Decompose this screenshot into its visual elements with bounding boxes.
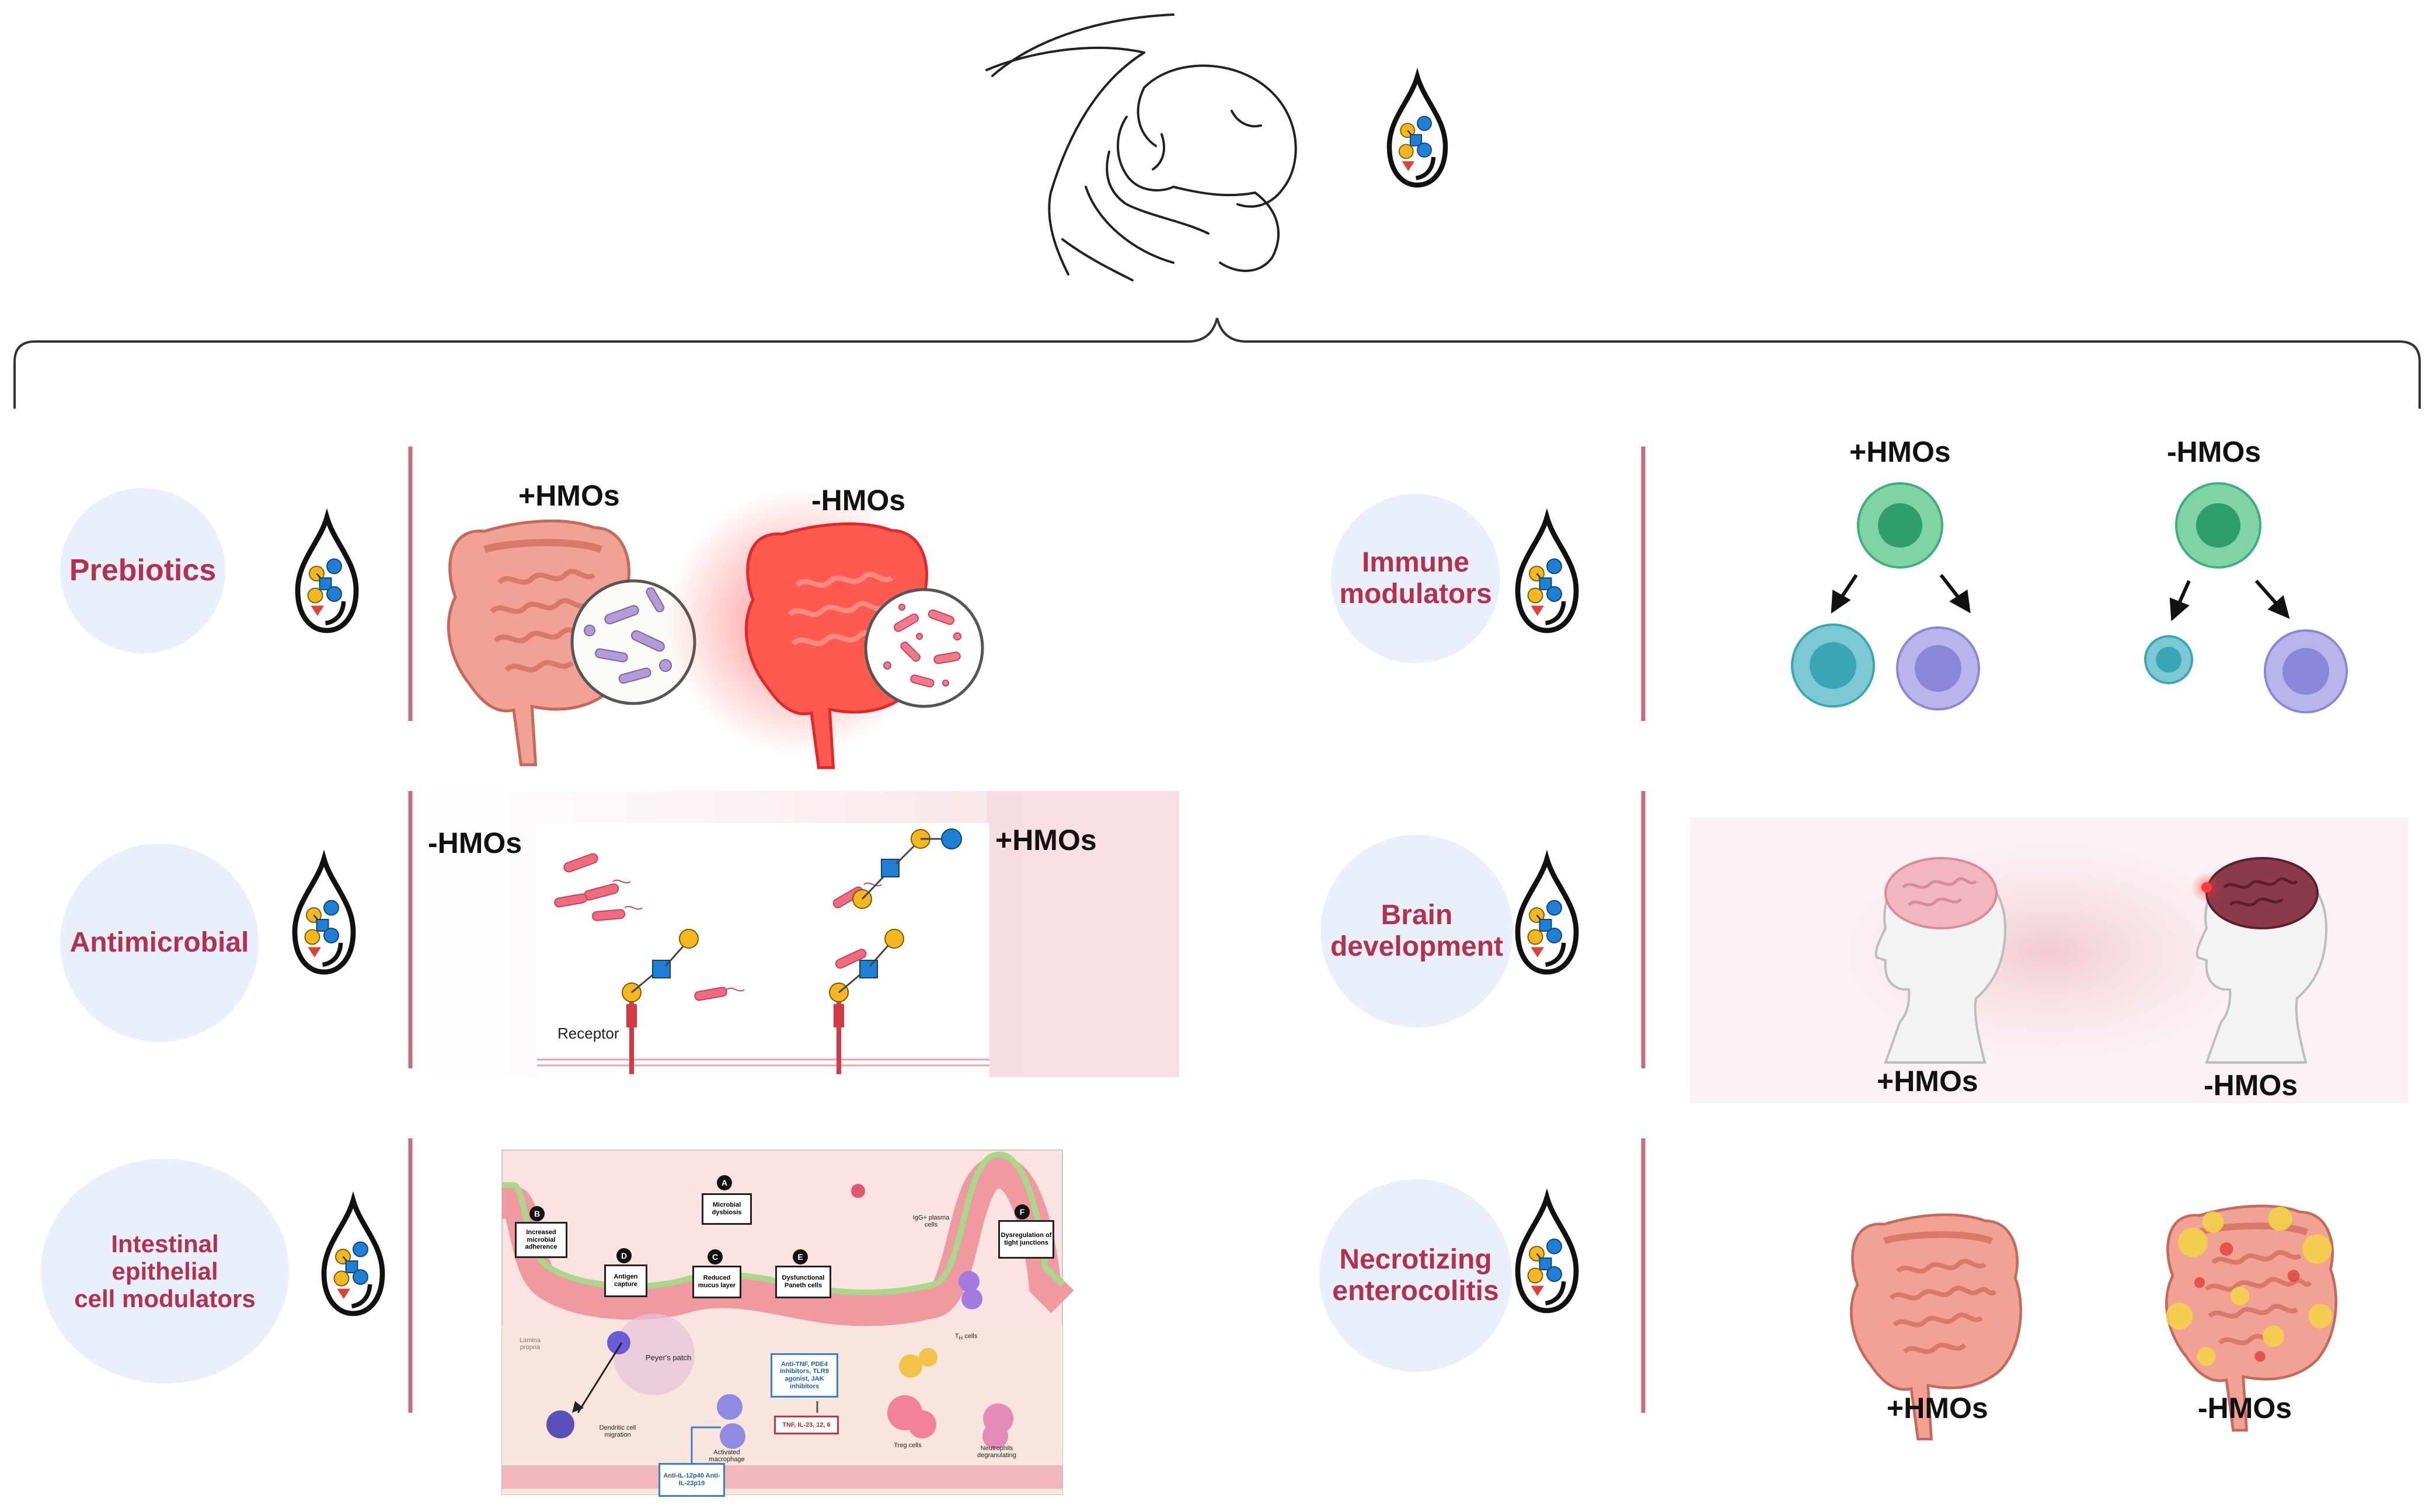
badge-f: F (1015, 1204, 1030, 1220)
dendritic-migration-text: Dendritic cell migration (599, 1424, 636, 1438)
badge-c: C (708, 1249, 723, 1264)
th-cells-text: TH cells (954, 1333, 978, 1342)
milk-drop-icon (1389, 76, 1445, 185)
immune-minus-hmos: -HMOs (2167, 436, 2261, 468)
antimicrobial-label: Antimicrobial (69, 927, 249, 959)
brain-minus-hmos: -HMOs (2204, 1069, 2298, 1102)
box-microbial-dysbiosis: Microbial dysbiosis (702, 1193, 752, 1225)
prebiotics-plus-hmos: +HMOs (518, 479, 620, 512)
badge-e: E (793, 1249, 808, 1264)
antimicrobial-plus-hmos: +HMOs (995, 824, 1097, 856)
box-anti-il: Anti-IL-12p40 Anti-IL-23p19 (658, 1463, 725, 1497)
antimicrobial-card (537, 823, 989, 1077)
milk-drop-icon (1518, 1197, 1576, 1311)
cell-differentiation-minus (2144, 482, 2348, 713)
healthy-microbiota-zoom (570, 579, 696, 705)
healthy-head (1874, 857, 2006, 1064)
treg-cells-text: Treg cells (894, 1442, 922, 1449)
nec-plus-hmos: +HMOs (1887, 1392, 1988, 1424)
antimicrobial-minus-hmos: -HMOs (428, 827, 522, 859)
nec-intestine (2166, 1206, 2336, 1430)
milk-drop-icon (295, 859, 353, 972)
milk-drop-icon (324, 1200, 382, 1314)
dysbiosis-zoom (864, 588, 984, 708)
bracket (13, 318, 2421, 409)
milk-drop-icon (1518, 517, 1576, 630)
breastfeeding-illustration (985, 13, 1297, 281)
box-reduced-mucus: Reduced mucus layer (692, 1266, 741, 1298)
membrane (537, 1058, 989, 1067)
receptor-glycan-left (622, 929, 699, 1074)
badge-b: B (529, 1206, 545, 1221)
box-antigen-capture: Antigen capture (604, 1264, 647, 1297)
receptor-glycan-right (829, 929, 904, 1074)
nec-minus-hmos: -HMOs (2198, 1392, 2292, 1424)
inflamed-intestine (745, 522, 932, 769)
prebiotics-label: Prebiotics (69, 553, 217, 588)
box-cytokines: TNF, IL-23, 12, 6 (774, 1416, 839, 1434)
box-tight-junctions: Dysregulation of tight junctions (998, 1220, 1054, 1259)
intestinal-mucosa-panel (501, 1149, 1074, 1495)
box-anti-tnf: Anti-TNF, PDE4 inhibitors, TLR9 agonist,… (771, 1353, 838, 1398)
neutrophils-text: Neutrophils degranulating (977, 1445, 1016, 1459)
receptor-label: Receptor (557, 1025, 619, 1042)
bacteria-flagella (612, 879, 882, 992)
cell-differentiation-plus (1791, 482, 1980, 710)
activated-macrophage-text: Activated macrophage (709, 1449, 745, 1463)
dividers (408, 447, 1646, 1413)
antimicrobial-circle: Antimicrobial (60, 844, 259, 1042)
plasma-cells-text: IgG+ plasma cells (912, 1214, 950, 1228)
brain-plus-hmos: +HMOs (1877, 1065, 1978, 1098)
box-increased-adherence: Increased microbial adherence (515, 1222, 567, 1258)
antimicrobial-backdrop-right (987, 791, 1191, 1077)
peyers-patch-text: Peyer's patch (645, 1353, 692, 1362)
immune-plus-hmos: +HMOs (1849, 436, 1951, 468)
lamina-propria-text: Lamina propria (519, 1337, 541, 1351)
prebiotics-minus-hmos: -HMOs (811, 484, 906, 517)
badge-a: A (717, 1175, 732, 1190)
affected-head (2191, 857, 2327, 1064)
prebiotics-circle: Prebiotics (60, 488, 225, 653)
milk-drop-icon (1518, 859, 1576, 972)
milk-drop-icon (298, 517, 356, 630)
badge-d: D (616, 1248, 632, 1263)
free-hmo-glycan (852, 828, 962, 909)
box-paneth-cells: Dysfunctional Paneth cells (775, 1266, 831, 1298)
